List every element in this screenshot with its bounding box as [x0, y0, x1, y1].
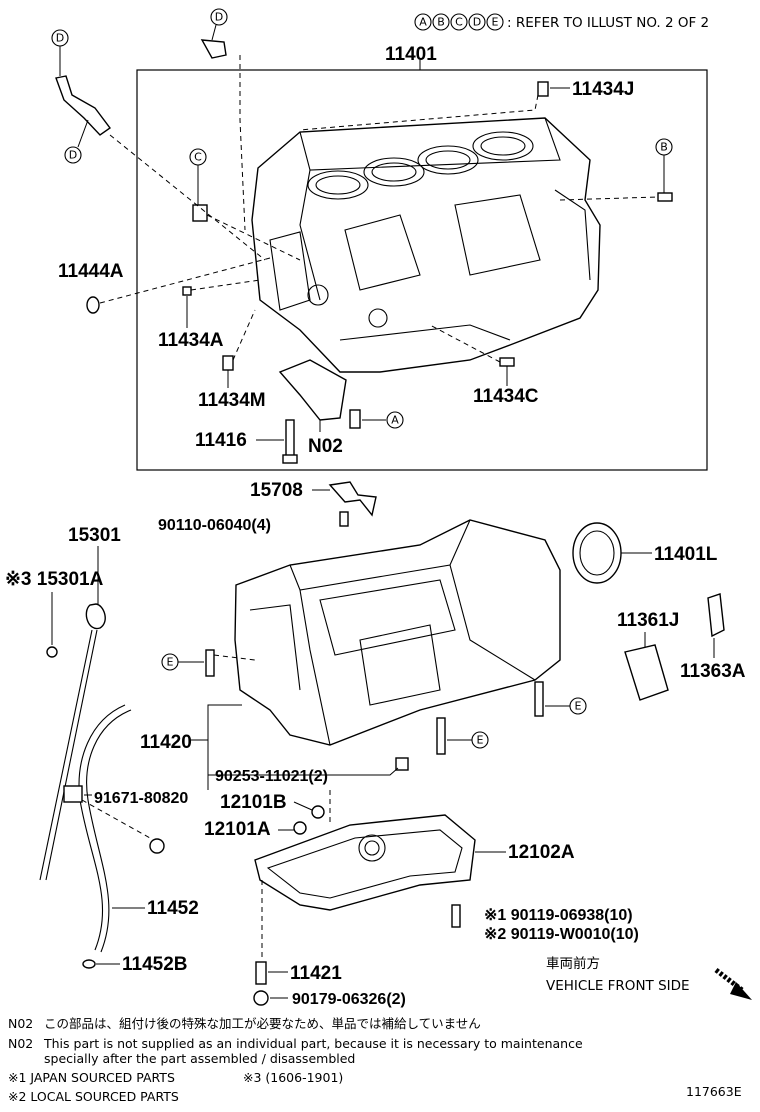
label-90119b: ※2 90119-W0010(10): [484, 926, 639, 943]
part-11444a-oring: [86, 296, 100, 314]
front-arrow-icon: [714, 968, 752, 1000]
label-11421: 11421: [290, 963, 342, 984]
note-n02-jp-key: N02: [8, 1016, 33, 1031]
label-90253: 90253-11021(2): [215, 768, 328, 785]
part-90253-plug: [395, 757, 409, 771]
oil-pan: [254, 814, 476, 911]
label-11361j: 11361J: [617, 610, 679, 631]
part-90179-nut: [253, 990, 269, 1006]
callout-e-1: E: [167, 656, 174, 669]
part-11361j-plate: [624, 644, 669, 701]
label-12101b: 12101B: [220, 792, 287, 813]
part-11434a-pin: [182, 286, 192, 296]
label-11434j: 11434J: [572, 79, 634, 100]
legend-c: C: [455, 16, 463, 29]
label-11452: 11452: [147, 898, 199, 919]
refer-text: : REFER TO ILLUST NO. 2 OF 2: [507, 15, 709, 31]
label-12101a: 12101A: [204, 819, 271, 840]
part-90110-bolt: [339, 511, 349, 527]
part-11452b-oring: [82, 959, 96, 969]
part-91671-bolt: [149, 838, 165, 854]
part-c-plug: [192, 204, 208, 222]
note-n02-en-1: This part is not supplied as an individu…: [43, 1036, 583, 1051]
cylinder-block: [251, 117, 601, 373]
part-e-bolt-3: [436, 717, 446, 755]
label-11401l: 11401L: [654, 544, 718, 565]
illust-id: 117663E: [686, 1084, 742, 1099]
callout-b: B: [660, 141, 668, 154]
part-11452-guide: [78, 704, 126, 951]
note-n02-en-key: N02: [8, 1036, 33, 1051]
label-15708: 15708: [250, 480, 303, 501]
part-11434j-pin: [537, 81, 549, 97]
note-n02-en-2: specially after the part assembled / dis…: [44, 1051, 355, 1066]
part-15301a-ring: [46, 646, 58, 658]
legend-a: A: [419, 16, 427, 29]
part-guide-clamp: [63, 785, 83, 803]
label-11363a: 11363A: [680, 661, 746, 682]
label-11434a: 11434A: [158, 330, 224, 351]
note-1: ※1 JAPAN SOURCED PARTS: [8, 1070, 175, 1085]
label-90179: 90179-06326(2): [292, 991, 406, 1008]
refer-legend: A B C D E : REFER TO ILLUST NO. 2 OF 2: [414, 13, 709, 31]
legend-d: D: [473, 16, 481, 29]
callout-a: A: [391, 414, 399, 427]
label-90110: 90110-06040(4): [158, 517, 271, 534]
part-12101b-gasket: [311, 805, 325, 819]
callout-c: C: [194, 151, 202, 164]
part-15708: [328, 481, 377, 517]
front-side-jp: 車両前方: [546, 955, 600, 972]
label-91671: 91671-80820: [94, 790, 188, 807]
label-15301: 15301: [68, 525, 121, 546]
callout-d-3: D: [215, 11, 223, 24]
part-12101a-plug: [293, 821, 307, 835]
label-12102a: 12102A: [508, 842, 575, 863]
part-15301-dipstick-handle: [85, 603, 106, 630]
legend-b: B: [437, 16, 445, 29]
part-n02-bearing-cap: [278, 359, 347, 421]
part-oil-jet: [55, 75, 111, 136]
part-a-dowel: [349, 409, 361, 429]
label-11401: 11401: [385, 44, 437, 65]
label-11452b: 11452B: [122, 954, 188, 975]
part-11434m-pin: [222, 355, 234, 371]
label-n02: N02: [308, 436, 343, 457]
label-11416: 11416: [195, 430, 247, 451]
label-15301a: ※3 15301A: [5, 569, 104, 590]
crankcase: [234, 519, 561, 746]
part-11363a-gasket: [707, 593, 725, 638]
legend-e: E: [492, 16, 499, 29]
note-2: ※2 LOCAL SOURCED PARTS: [8, 1089, 179, 1104]
part-11416-bolt: [285, 419, 295, 461]
part-11421-stud: [255, 961, 267, 985]
part-90119-bolt: [451, 904, 461, 928]
label-11434c: 11434C: [473, 386, 539, 407]
part-e-bolt-1: [205, 649, 215, 677]
block-frame: [136, 69, 708, 471]
part-15301-dipstick-rod: [39, 629, 93, 881]
front-side-en: VEHICLE FRONT SIDE: [546, 978, 690, 994]
part-b-pin: [657, 192, 673, 202]
callout-e-3: E: [477, 734, 484, 747]
part-11434c-pin: [499, 357, 515, 367]
label-11434m: 11434M: [198, 390, 266, 411]
label-11444a: 11444A: [58, 261, 124, 282]
callout-e-2: E: [575, 700, 582, 713]
note-n02-jp: この部品は、組付け後の特殊な加工が必要なため、単品では補給していません: [44, 1016, 481, 1031]
label-90119a: ※1 90119-06938(10): [484, 907, 633, 924]
label-11420: 11420: [140, 732, 192, 753]
part-e-bolt-2: [534, 681, 544, 717]
callout-d-1: D: [56, 32, 64, 45]
callout-d-2: D: [69, 149, 77, 162]
note-3: ※3 (1606-1901): [243, 1070, 343, 1085]
part-union: [200, 39, 227, 59]
